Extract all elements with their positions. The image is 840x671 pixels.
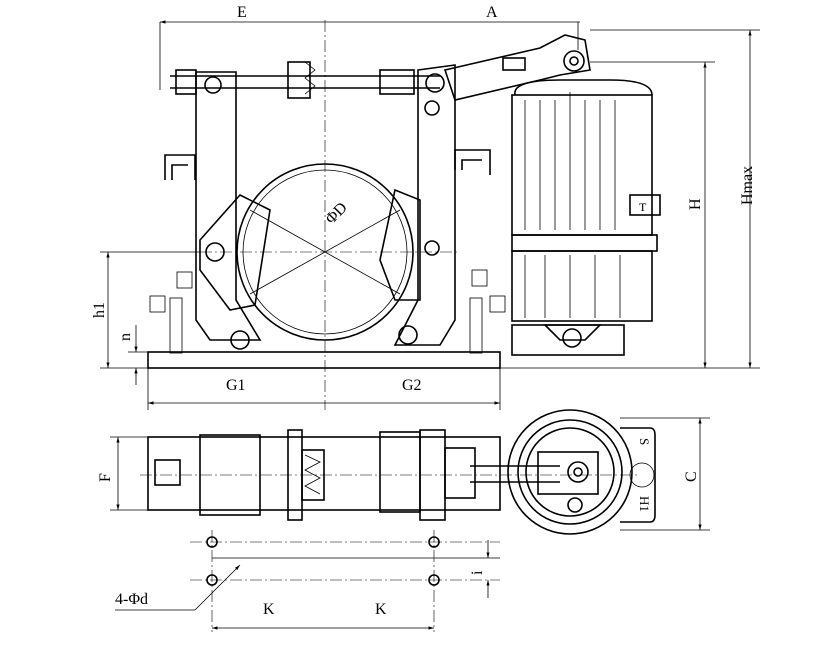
motor-plan — [507, 409, 633, 535]
pin — [425, 73, 445, 93]
mount-hole — [206, 536, 218, 548]
brake-drum — [236, 163, 414, 341]
spring-plan — [304, 454, 321, 495]
motor-top-bolt — [567, 497, 583, 513]
rod-nut — [175, 69, 197, 95]
spring-housing-plan — [301, 449, 325, 501]
motor-top-pin-center — [573, 467, 583, 477]
right-hook — [454, 149, 491, 175]
lever — [443, 34, 591, 101]
terminal-box — [629, 194, 661, 216]
dim-H: H — [687, 198, 704, 210]
plan-base-plate — [147, 436, 501, 511]
mount-hole — [428, 574, 440, 586]
motor-top-pin — [567, 461, 589, 483]
rod-clevis — [379, 69, 415, 95]
bolt — [424, 100, 440, 116]
left-brake-arm — [195, 71, 262, 341]
thruster-body — [511, 250, 653, 322]
drum-diagonal — [249, 209, 401, 295]
dim-K-left: K — [263, 601, 275, 618]
brake-drum-inner — [242, 169, 408, 335]
motor-plan-ring — [525, 427, 615, 517]
spring-housing — [287, 61, 311, 99]
mount-hole — [206, 574, 218, 586]
left-hook — [164, 154, 196, 180]
dim-h1: h1 — [91, 302, 108, 318]
dim-n: n — [117, 333, 134, 341]
dim-E: E — [237, 4, 247, 21]
label-T: T — [639, 200, 647, 214]
lever-slot — [502, 57, 526, 71]
motor-flange — [511, 234, 658, 252]
motor-plan-ring — [517, 419, 623, 525]
dim-A: A — [486, 4, 498, 21]
dim-C: C — [683, 471, 700, 482]
dim-F: F — [97, 473, 114, 482]
thruster-motor — [511, 94, 653, 236]
dim-Hmax: Hmax — [739, 166, 756, 205]
dim-G2: G2 — [402, 377, 422, 394]
motor-top-bracket — [537, 451, 599, 495]
pin — [230, 330, 250, 350]
cooling-fins — [524, 92, 621, 318]
leader-line — [194, 564, 241, 611]
front-view: T — [147, 20, 661, 410]
rod-nut-plan — [154, 459, 181, 486]
left-arm-plan — [199, 434, 261, 516]
base-plate — [147, 351, 501, 369]
spring — [304, 61, 316, 95]
dim-G1: G1 — [226, 377, 246, 394]
hole-layout: i 4-Φd K K — [115, 530, 500, 632]
label-S: S — [637, 438, 652, 445]
label-H1: H1 — [637, 496, 652, 512]
lever-pin — [563, 50, 585, 72]
motor-cap — [514, 79, 653, 96]
bolt — [424, 240, 440, 256]
dim-i: i — [469, 570, 486, 575]
dim-D: ΦD — [322, 199, 350, 227]
clevis-plan — [379, 431, 421, 513]
pin — [398, 325, 418, 345]
side-bolts — [149, 269, 506, 354]
plan-view: S H1 — [140, 409, 656, 535]
cable-gland — [629, 462, 655, 488]
plan-dimensions: F C — [97, 417, 710, 531]
motor-foot-pin — [562, 328, 582, 348]
dim-K-right: K — [375, 601, 387, 618]
pin — [205, 242, 225, 262]
lever-hub-plan — [444, 447, 476, 499]
motor-foot — [543, 324, 602, 341]
dim-holes: 4-Φd — [115, 591, 148, 608]
right-shoe — [379, 188, 421, 301]
pin — [204, 76, 222, 94]
left-shoe — [199, 194, 271, 311]
junction-box — [620, 427, 656, 523]
mount-hole — [428, 536, 440, 548]
lever-pin-center — [569, 56, 579, 66]
